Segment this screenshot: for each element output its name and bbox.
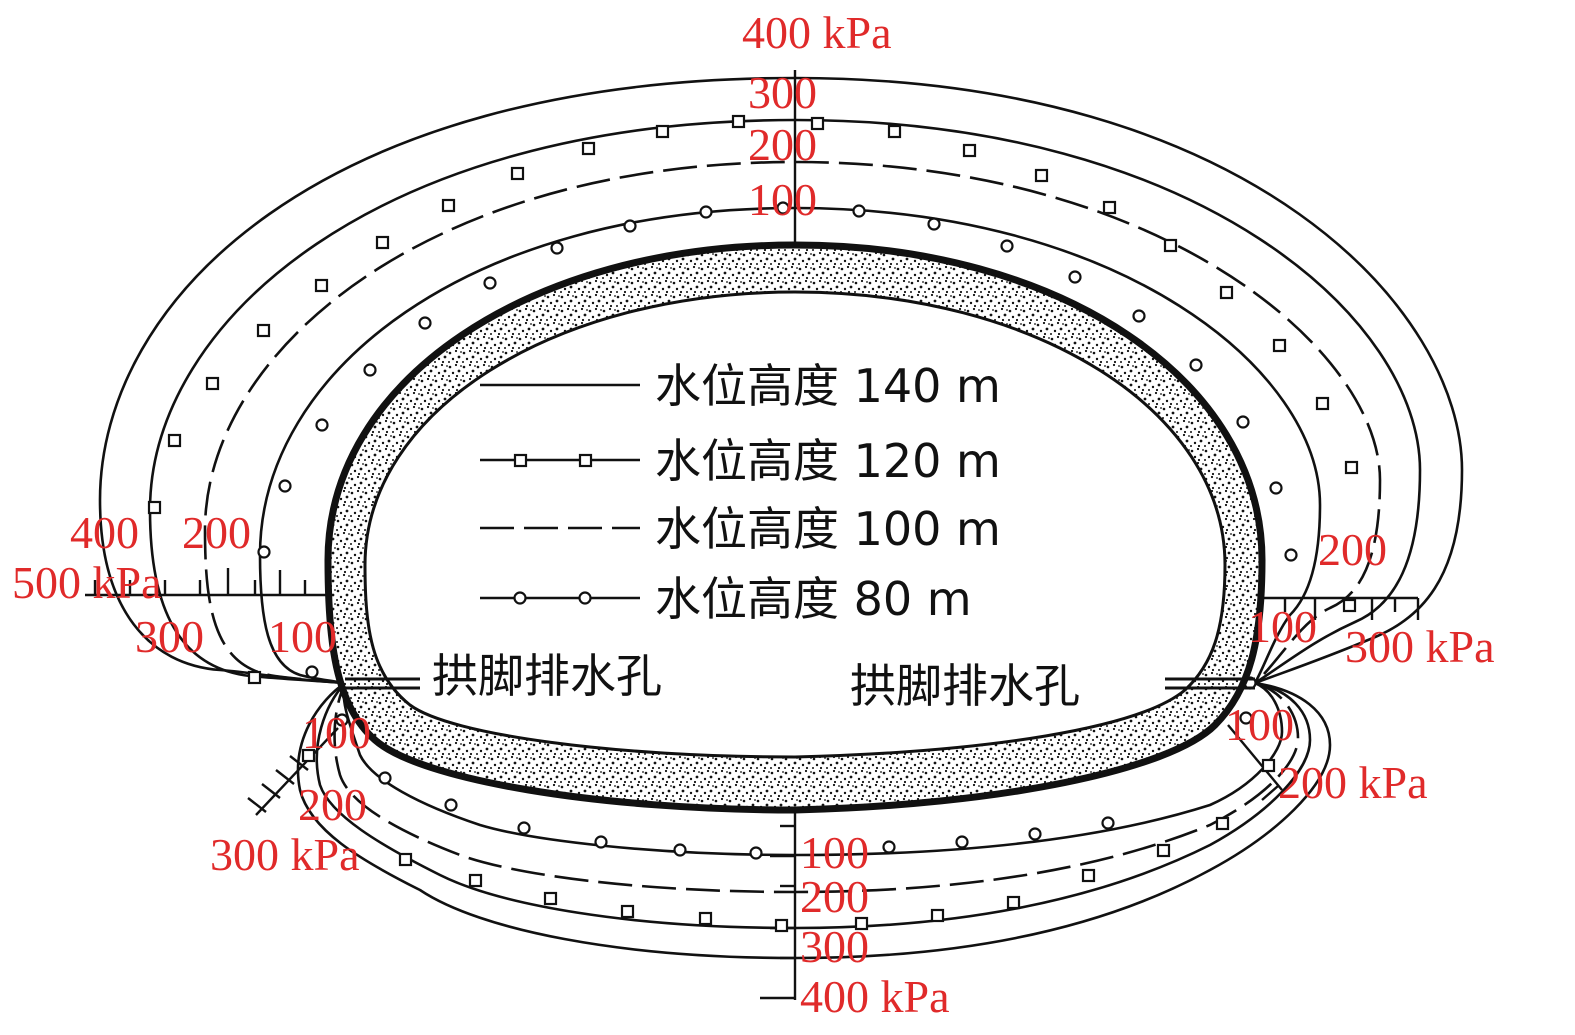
lower-left-label-200: 200 (298, 779, 367, 830)
drain-hole-label-left: 拱脚排水孔 (432, 649, 662, 703)
right-label-200: 200 (1318, 524, 1387, 575)
bottom-label-100: 100 (800, 827, 869, 878)
top-label-100: 100 (748, 174, 817, 225)
legend-label: 水位高度 140 m (655, 359, 1001, 413)
legend: 水位高度 140 m 水位高度 120 m 水位高度 100 m 水位高度 80… (480, 359, 1001, 626)
legend-item-140m: 水位高度 140 m (480, 359, 1001, 413)
contour-80m (258, 206, 1322, 857)
left-label-500: 500 kPa (12, 557, 162, 608)
lower-left-label-100: 100 (302, 707, 371, 758)
contour-120m-markers (147, 114, 1359, 933)
bottom-label-200: 200 (800, 871, 869, 922)
bottom-axis-ticks (760, 824, 795, 1000)
left-label-300: 300 (135, 611, 204, 662)
legend-label: 水位高度 120 m (655, 434, 1001, 488)
legend-label: 水位高度 100 m (655, 502, 1001, 556)
lining-outer-edge (324, 241, 1266, 814)
drain-holes (345, 677, 1255, 690)
lower-right-axis (1227, 724, 1283, 801)
contour-120m (148, 118, 1422, 930)
right-label-300: 300 kPa (1345, 621, 1495, 672)
contour-140m (98, 76, 1464, 960)
contour-100m (203, 160, 1382, 894)
lower-right-label-200: 200 kPa (1278, 757, 1428, 808)
bottom-label-300: 300 (800, 921, 869, 972)
legend-label: 水位高度 80 m (655, 572, 972, 626)
legend-item-100m: 水位高度 100 m (480, 502, 1001, 556)
pressure-labels: 400 kPa 300 200 100 400 200 500 kPa 300 … (12, 7, 1495, 1022)
top-label-400: 400 kPa (742, 7, 892, 58)
left-label-200: 200 (182, 507, 251, 558)
legend-item-80m: 水位高度 80 m (480, 572, 972, 626)
left-label-100: 100 (268, 611, 337, 662)
right-label-100: 100 (1248, 601, 1317, 652)
lower-right-label-100: 100 (1225, 699, 1294, 750)
top-label-200: 200 (748, 119, 817, 170)
top-label-300: 300 (748, 67, 817, 118)
lower-left-label-300: 300 kPa (210, 829, 360, 880)
bottom-label-400: 400 kPa (800, 971, 950, 1022)
drain-hole-label-right: 拱脚排水孔 (850, 659, 1080, 713)
legend-item-120m: 水位高度 120 m (480, 434, 1001, 488)
left-axis-ticks (93, 568, 307, 595)
contour-80m-markers (257, 201, 1298, 860)
left-label-400: 400 (70, 507, 139, 558)
contour-lines (98, 76, 1464, 960)
